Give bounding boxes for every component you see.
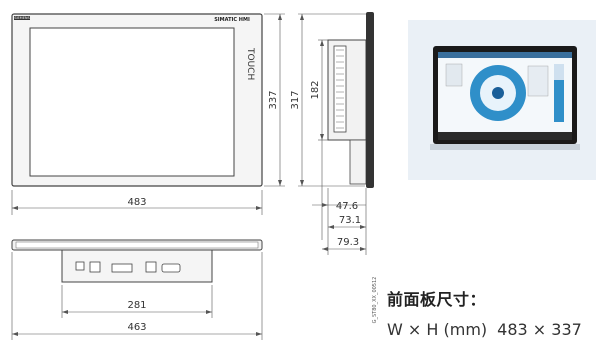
arrow (320, 40, 324, 46)
port-usb (75, 261, 85, 271)
arrow (300, 14, 304, 20)
arrow (360, 225, 366, 229)
arrow (62, 310, 68, 314)
siemens-logo-text: SIEMENS (14, 16, 30, 20)
arrow (322, 247, 328, 251)
siemens-logo (14, 16, 30, 20)
photo-screen-taskbar (438, 132, 572, 140)
dim-label-281: 281 (127, 300, 146, 311)
bottom-housing (61, 249, 213, 283)
dim-label-73: 73.1 (339, 215, 361, 226)
panel-dimensions-label: W × H (mm) (387, 320, 488, 339)
side-view: 317 182 47.6 (290, 12, 374, 255)
port-ethernet (89, 261, 101, 273)
touch-label: TOUCH (245, 47, 255, 80)
bottom-vents (15, 241, 259, 249)
dim-label-317: 317 (290, 90, 301, 109)
port-serial (161, 263, 181, 273)
front-bezel (366, 12, 374, 188)
product-photo (408, 20, 596, 180)
front-view: SIEMENS SIMATIC HMI TOUCH 483 337 (11, 13, 285, 215)
vent-grill (333, 45, 347, 133)
arrow (256, 206, 262, 210)
arrow (320, 134, 324, 140)
dim-label-182: 182 (310, 80, 321, 99)
arrow (278, 14, 282, 20)
photo-dial-hub (492, 87, 504, 99)
dim-label-337: 337 (268, 90, 279, 109)
port-power (145, 261, 157, 273)
image-code: G_ST80_XX_00512 (372, 277, 378, 324)
simatic-label: SIMATIC HMI (214, 17, 250, 23)
arrow (12, 206, 18, 210)
arrow (322, 203, 328, 207)
arrow (300, 180, 304, 186)
panel-dimensions-value: 483 × 337 (497, 320, 582, 339)
port-connector (111, 263, 133, 273)
photo-device-base (430, 144, 580, 150)
dim-label-483: 483 (127, 197, 146, 208)
arrow (12, 332, 18, 336)
arrow (328, 225, 334, 229)
arrow (256, 332, 262, 336)
housing-lower (349, 139, 367, 185)
arrow (206, 310, 212, 314)
photo-widget-left (445, 63, 463, 87)
dim-label-47: 47.6 (336, 201, 358, 212)
panel-dimensions-title: 前面板尺寸： (387, 290, 487, 309)
photo-screen-header (438, 52, 572, 58)
arrow (278, 180, 282, 186)
photo-gauge-fill (554, 80, 564, 122)
bottom-view: 281 463 (11, 239, 263, 340)
dim-label-79: 79.3 (337, 237, 359, 248)
dim-label-463: 463 (127, 322, 146, 333)
arrow (360, 247, 366, 251)
panel-dimensions-info: 前面板尺寸： (387, 286, 486, 310)
panel-dimensions-value-row: W × H (mm) 483 × 337 (387, 320, 592, 339)
panel-screen (29, 27, 235, 177)
photo-widget-right (527, 65, 549, 97)
